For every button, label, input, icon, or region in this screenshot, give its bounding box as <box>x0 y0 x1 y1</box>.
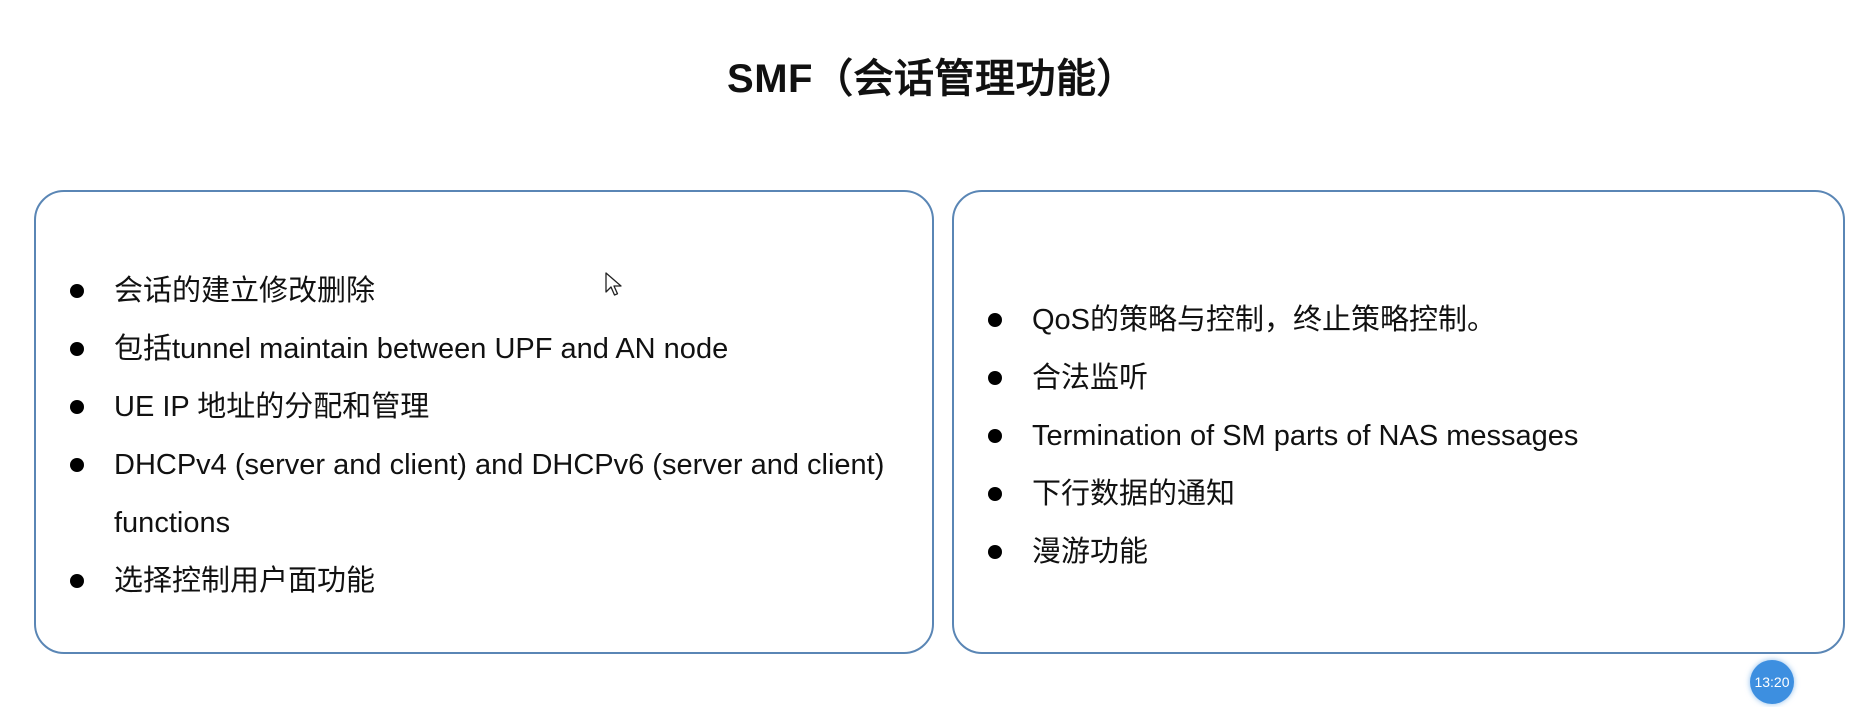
list-item: DHCPv4 (server and client) and DHCPv6 (s… <box>62 436 912 552</box>
list-item: 会话的建立修改删除 <box>62 262 912 320</box>
list-item-text: UE IP 地址的分配和管理 <box>114 391 430 423</box>
mouse-pointer-icon <box>605 272 623 298</box>
list-item: 漫游功能 <box>980 523 1820 581</box>
right-bullet-list: QoS的策略与控制，终止策略控制。 合法监听 Termination of SM… <box>980 291 1820 581</box>
bullet-dot-icon <box>70 574 84 588</box>
list-item-text: 下行数据的通知 <box>1032 478 1236 510</box>
timer-badge[interactable]: 13:20 <box>1750 660 1794 704</box>
list-item: 合法监听 <box>980 349 1820 407</box>
slide-title: SMF（会话管理功能） <box>727 57 1137 101</box>
list-item-text: QoS的策略与控制，终止策略控制。 <box>1032 304 1497 336</box>
left-panel: 会话的建立修改删除 包括tunnel maintain between UPF … <box>34 190 934 654</box>
timer-label: 13:20 <box>1754 674 1790 690</box>
list-item: 选择控制用户面功能 <box>62 552 912 610</box>
bullet-dot-icon <box>988 545 1002 559</box>
list-item: UE IP 地址的分配和管理 <box>62 378 912 436</box>
bullet-dot-icon <box>70 458 84 472</box>
list-item-text: 会话的建立修改删除 <box>114 275 376 307</box>
list-item-text: 合法监听 <box>1032 362 1149 394</box>
list-item-text: Termination of SM parts of NAS messages <box>1032 420 1579 452</box>
list-item: 下行数据的通知 <box>980 465 1820 523</box>
list-item-text: 漫游功能 <box>1032 536 1149 568</box>
bullet-dot-icon <box>70 342 84 356</box>
list-item: QoS的策略与控制，终止策略控制。 <box>980 291 1820 349</box>
bullet-dot-icon <box>70 400 84 414</box>
right-panel: QoS的策略与控制，终止策略控制。 合法监听 Termination of SM… <box>952 190 1845 654</box>
list-item-text: DHCPv4 (server and client) and DHCPv6 (s… <box>114 449 885 539</box>
bullet-dot-icon <box>988 313 1002 327</box>
bullet-dot-icon <box>70 284 84 298</box>
bullet-dot-icon <box>988 487 1002 501</box>
list-item-text: 包括tunnel maintain between UPF and AN nod… <box>114 333 729 365</box>
left-bullet-list: 会话的建立修改删除 包括tunnel maintain between UPF … <box>62 262 912 610</box>
list-item: 包括tunnel maintain between UPF and AN nod… <box>62 320 912 378</box>
list-item: Termination of SM parts of NAS messages <box>980 407 1820 465</box>
list-item-text: 选择控制用户面功能 <box>114 565 376 597</box>
bullet-dot-icon <box>988 429 1002 443</box>
bullet-dot-icon <box>988 371 1002 385</box>
